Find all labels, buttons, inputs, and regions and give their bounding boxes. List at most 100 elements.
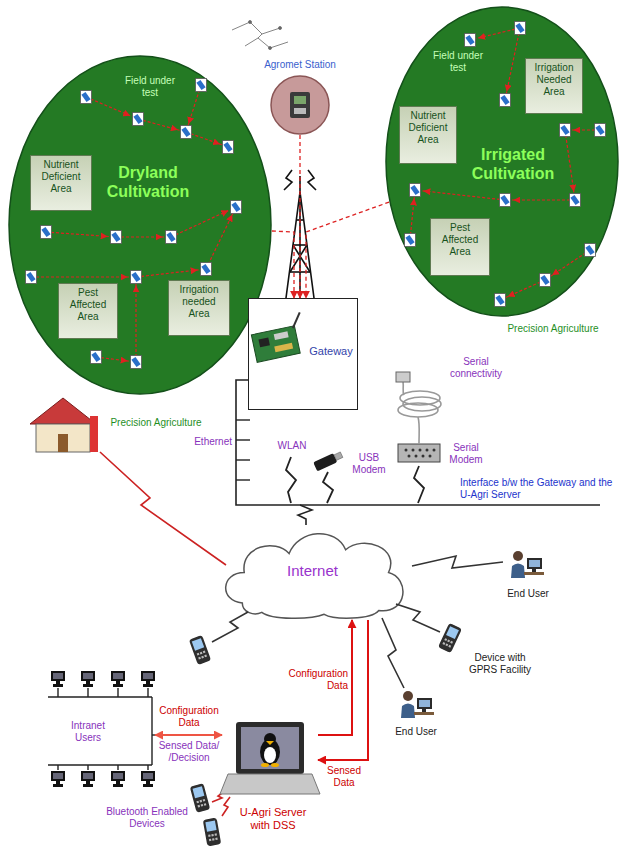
sensor-arrows-part (31, 276, 136, 277)
sensor-arrows-part (96, 357, 136, 362)
connector (155, 734, 222, 736)
text-slot: Field under test (120, 75, 180, 99)
text-slot: Irrigation Needed Area (528, 62, 580, 98)
field-note: Field under test (430, 50, 486, 74)
text-slot: Precision Agriculture (100, 417, 212, 429)
text-slot: Dryland Cultivation (88, 163, 208, 201)
radio-tower-part (308, 170, 316, 190)
intranet-computers-part (81, 671, 95, 687)
gateway-board-part (290, 312, 303, 328)
text-slot: Internet (215, 562, 410, 580)
text-slot: Intranet Users (58, 720, 118, 744)
sensor-arrows-part (415, 190, 505, 200)
server-label: U-Agri Server with DSS (232, 806, 314, 832)
agromet-device-part (294, 108, 306, 114)
sensor-arrows-part (206, 207, 236, 269)
intranet-computers-part (141, 771, 155, 787)
annotation-label: USB Modem (348, 452, 390, 476)
sensor-arrows-part (410, 190, 415, 240)
agromet-sketch-part (232, 22, 280, 34)
ellipse-fill (386, 7, 618, 316)
ethernet-ports (236, 420, 250, 480)
house-part (58, 434, 68, 452)
agromet-device-part (294, 96, 306, 104)
radio-tower-part (293, 245, 310, 272)
text-slot: Nutrient Deficient Area (33, 159, 89, 195)
serial-modem-part (412, 449, 415, 452)
text-slot: Field under test (430, 50, 486, 74)
usb-modem-part (334, 452, 343, 460)
intranet-part (117, 765, 118, 770)
interface-bus (300, 504, 600, 506)
agromet-sketch-part (279, 27, 282, 30)
sensor-arrows-part (138, 119, 186, 132)
text-slot: Serial Modem (444, 442, 488, 466)
devices-part (511, 551, 544, 578)
sensor-motes-part (405, 234, 416, 247)
laptop-part (236, 722, 304, 774)
sensor-arrows-part (46, 232, 116, 237)
agromet-device (290, 92, 310, 118)
sensor-arrows-part (470, 28, 520, 40)
sensor-arrows-part (186, 85, 201, 132)
sensor-motes-part (495, 294, 506, 307)
edge-label: Sensed Data (322, 765, 366, 789)
sensor-motes-part (81, 91, 92, 104)
sensor-motes-part (133, 113, 144, 126)
ethernet-ports-part (236, 439, 250, 440)
intranet-part (87, 765, 88, 770)
sensor-arrows-part (135, 277, 136, 362)
wireless-bolts-part (412, 556, 503, 568)
ellipse-fill (9, 56, 271, 394)
connector (299, 135, 300, 298)
edge-label: Configuration Data (157, 705, 221, 729)
sensor-motes-part (500, 194, 511, 207)
gateway-board (249, 312, 308, 362)
agromet-sketch-part (245, 38, 288, 48)
region-title: Dryland Cultivation (88, 163, 208, 201)
serial-modem-part (408, 455, 411, 458)
gateway-board-part (258, 337, 269, 347)
laptop-part (271, 763, 279, 767)
text-slot: Sensed Data/ /Decision (156, 740, 222, 764)
text-slot: Pest Affected Area (61, 287, 115, 323)
wireless-bolts-part (222, 797, 230, 816)
serial-modem-part (419, 449, 422, 452)
sensor-motes-part (465, 34, 476, 47)
sensor-motes-part (223, 141, 234, 154)
house-part (30, 398, 96, 424)
agromet-sketch-part (258, 34, 262, 38)
usb-modem-part (313, 453, 337, 471)
sensor-motes-part (595, 124, 606, 137)
sensor-motes-part (111, 231, 122, 244)
region-title: Irrigated Cultivation (463, 145, 563, 183)
sensor-arrows-part (505, 199, 575, 200)
sensor-motes-part (166, 231, 177, 244)
text-slot: Agromet Station (245, 59, 355, 71)
intranet-part (57, 688, 58, 697)
intranet-part (151, 697, 152, 765)
sensor-motes-part (26, 271, 37, 284)
text-slot: USB Modem (348, 452, 390, 476)
sensor-arrows-part (545, 250, 590, 280)
area-label: Pest Affected Area (61, 287, 115, 323)
laptop-part (264, 733, 276, 745)
serial-cable-part (403, 382, 404, 395)
sensor-motes-part (515, 22, 526, 35)
text-slot: Bluetooth Enabled Devices (106, 806, 188, 830)
serial-modem-part (426, 449, 429, 452)
sensor-motes-part (201, 263, 212, 276)
intranet-part (147, 765, 148, 770)
devices-part (189, 635, 211, 665)
annotation-label: Ethernet (186, 436, 232, 448)
radio-tower-part (284, 170, 292, 190)
intranet-part (152, 734, 155, 735)
intranet-part (117, 688, 118, 697)
group-label: Intranet Users (58, 720, 118, 744)
text-slot: Interface b/w the Gateway and the U-Agri… (460, 477, 618, 501)
serial-modem-part (422, 455, 425, 458)
intranet-part (147, 688, 148, 697)
serial-cable (396, 372, 441, 444)
wireless-bolts-part (212, 612, 248, 642)
field-ellipse: Field under testIrrigated CultivationPre… (385, 6, 619, 317)
